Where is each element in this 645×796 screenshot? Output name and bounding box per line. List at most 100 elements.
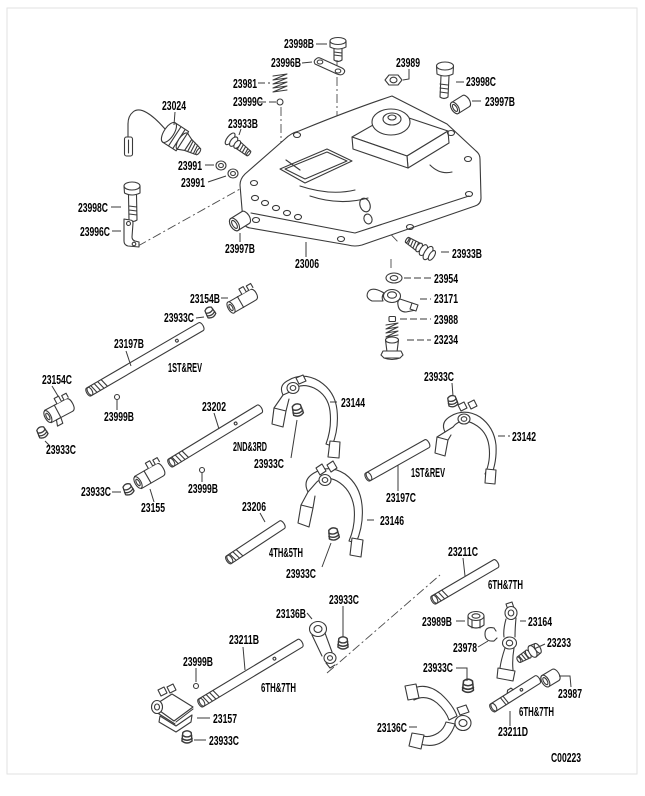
label-23933b-2: 23933B <box>452 247 482 261</box>
label-23991-1: 23991 <box>178 159 202 173</box>
part-23136b-link <box>306 612 337 669</box>
part-23211b-rod <box>197 638 304 708</box>
part-23998b-bolt <box>316 36 347 63</box>
label-23211d: 23211D <box>498 725 528 739</box>
part-23981-spring <box>258 73 288 93</box>
label-23999b-2: 23999B <box>188 482 218 496</box>
part-23987-bushing <box>540 668 572 688</box>
page-border <box>6 7 638 775</box>
part-23933c-screw-5 <box>112 481 136 498</box>
label-23933c-4: 23933C <box>46 443 76 457</box>
label-23211c: 23211C <box>448 545 478 559</box>
label-2nd-3rd: 2ND&3RD <box>233 440 267 454</box>
label-1st-rev-2: 1ST&REV <box>411 466 445 480</box>
part-23989-nut <box>384 69 410 86</box>
part-23006-control-housing <box>239 95 482 257</box>
part-23234-check-plug <box>380 322 431 361</box>
label-23234: 23234 <box>434 333 458 347</box>
part-23211d-rod <box>489 675 542 726</box>
part-23978-snap-ring <box>477 627 498 648</box>
label-23991-2: 23991 <box>181 176 205 190</box>
label-23996b: 23996B <box>271 56 301 70</box>
part-23154b-bracket <box>221 282 259 314</box>
label-23233: 23233 <box>547 636 571 650</box>
part-23997b-bushing-right <box>449 94 481 115</box>
part-23142-shift-fork <box>434 399 510 485</box>
part-23155-bracket <box>133 457 166 503</box>
label-23989b: 23989B <box>422 615 452 629</box>
part-23933b-screw-side <box>404 236 449 261</box>
part-23197b-rod <box>85 322 205 397</box>
label-23144: 23144 <box>341 396 365 410</box>
label-6th-7th-3: 6TH&7TH <box>519 705 554 719</box>
part-23954-washer <box>385 272 431 284</box>
part-23164-lever <box>496 601 526 682</box>
part-23998c-bolt-left <box>111 181 141 223</box>
label-23146: 23146 <box>380 514 404 528</box>
label-23999c: 23999C <box>233 95 263 109</box>
label-23999b-3: 23999B <box>183 655 213 669</box>
label-23998c-1: 23998C <box>466 75 496 89</box>
label-23933c-9: 23933C <box>209 734 239 748</box>
label-23206: 23206 <box>242 500 266 514</box>
part-23999b-ball-3 <box>192 668 200 690</box>
label-23998c-2: 23998C <box>78 201 108 215</box>
part-23999c-ball <box>259 98 284 106</box>
part-23211c-rod <box>430 557 500 605</box>
label-23155: 23155 <box>141 501 165 515</box>
label-23197c: 23197C <box>386 491 416 505</box>
label-23136c: 23136C <box>377 721 407 735</box>
part-23989b-nut <box>456 610 485 629</box>
part-23933c-screw-7 <box>337 606 349 650</box>
label-23978: 23978 <box>453 641 477 655</box>
part-23996c-bracket <box>112 218 140 248</box>
label-23997b-1: 23997B <box>485 95 515 109</box>
part-23933c-screw-4 <box>445 382 460 409</box>
part-23202-rod <box>167 404 264 468</box>
part-23999b-ball-2 <box>198 466 206 482</box>
label-23999b-1: 23999B <box>104 410 134 424</box>
label-23933c-5: 23933C <box>81 485 111 499</box>
part-23991-washer-2 <box>207 168 239 183</box>
label-6th-7th-1: 6TH&7TH <box>488 578 523 592</box>
label-23136b: 23136B <box>276 607 306 621</box>
part-23997b-bushing-mid <box>228 210 252 242</box>
part-23144-shift-fork <box>271 374 341 459</box>
diagram-code: C00223 <box>551 751 581 765</box>
label-23933c-1: 23933C <box>164 311 194 325</box>
label-23998b: 23998B <box>284 37 314 51</box>
label-23933c-2: 23933C <box>424 370 454 384</box>
part-23233-bolt <box>516 642 546 663</box>
part-23157-bracket <box>150 683 210 733</box>
part-23933c-screw-1 <box>195 304 218 320</box>
part-23988-pin <box>388 315 431 323</box>
part-23136c-shift-fork <box>404 683 472 750</box>
part-23991-washer-1 <box>205 160 227 171</box>
label-23211b: 23211B <box>229 633 259 647</box>
part-23933c-screw-8 <box>181 730 206 744</box>
label-23164: 23164 <box>528 615 552 629</box>
label-1st-rev-1: 1ST&REV <box>168 361 202 375</box>
part-23197c-rod <box>364 439 431 491</box>
part-labels: 23998B 23996B 23981 23989 23998C 23999C … <box>42 37 582 765</box>
part-23999b-ball-1 <box>113 393 121 410</box>
part-23024-position-switch <box>123 109 202 157</box>
part-23154c-bracket <box>43 385 75 427</box>
label-23988: 23988 <box>434 313 458 327</box>
label-23157: 23157 <box>213 712 237 726</box>
part-23146-shift-fork <box>297 460 377 558</box>
label-23006: 23006 <box>295 257 319 271</box>
label-23202: 23202 <box>202 400 226 414</box>
label-23171: 23171 <box>434 292 458 306</box>
label-23024: 23024 <box>162 99 186 113</box>
part-23933c-screw-6 <box>321 526 341 568</box>
part-23171-lever <box>366 288 431 313</box>
part-23933c-screw-3 <box>290 402 305 459</box>
label-4th-5th: 4TH&5TH <box>269 546 303 560</box>
label-23989: 23989 <box>396 56 420 70</box>
label-23996c: 23996C <box>80 225 110 239</box>
part-23206-rod <box>225 512 286 565</box>
label-23987: 23987 <box>558 687 582 701</box>
